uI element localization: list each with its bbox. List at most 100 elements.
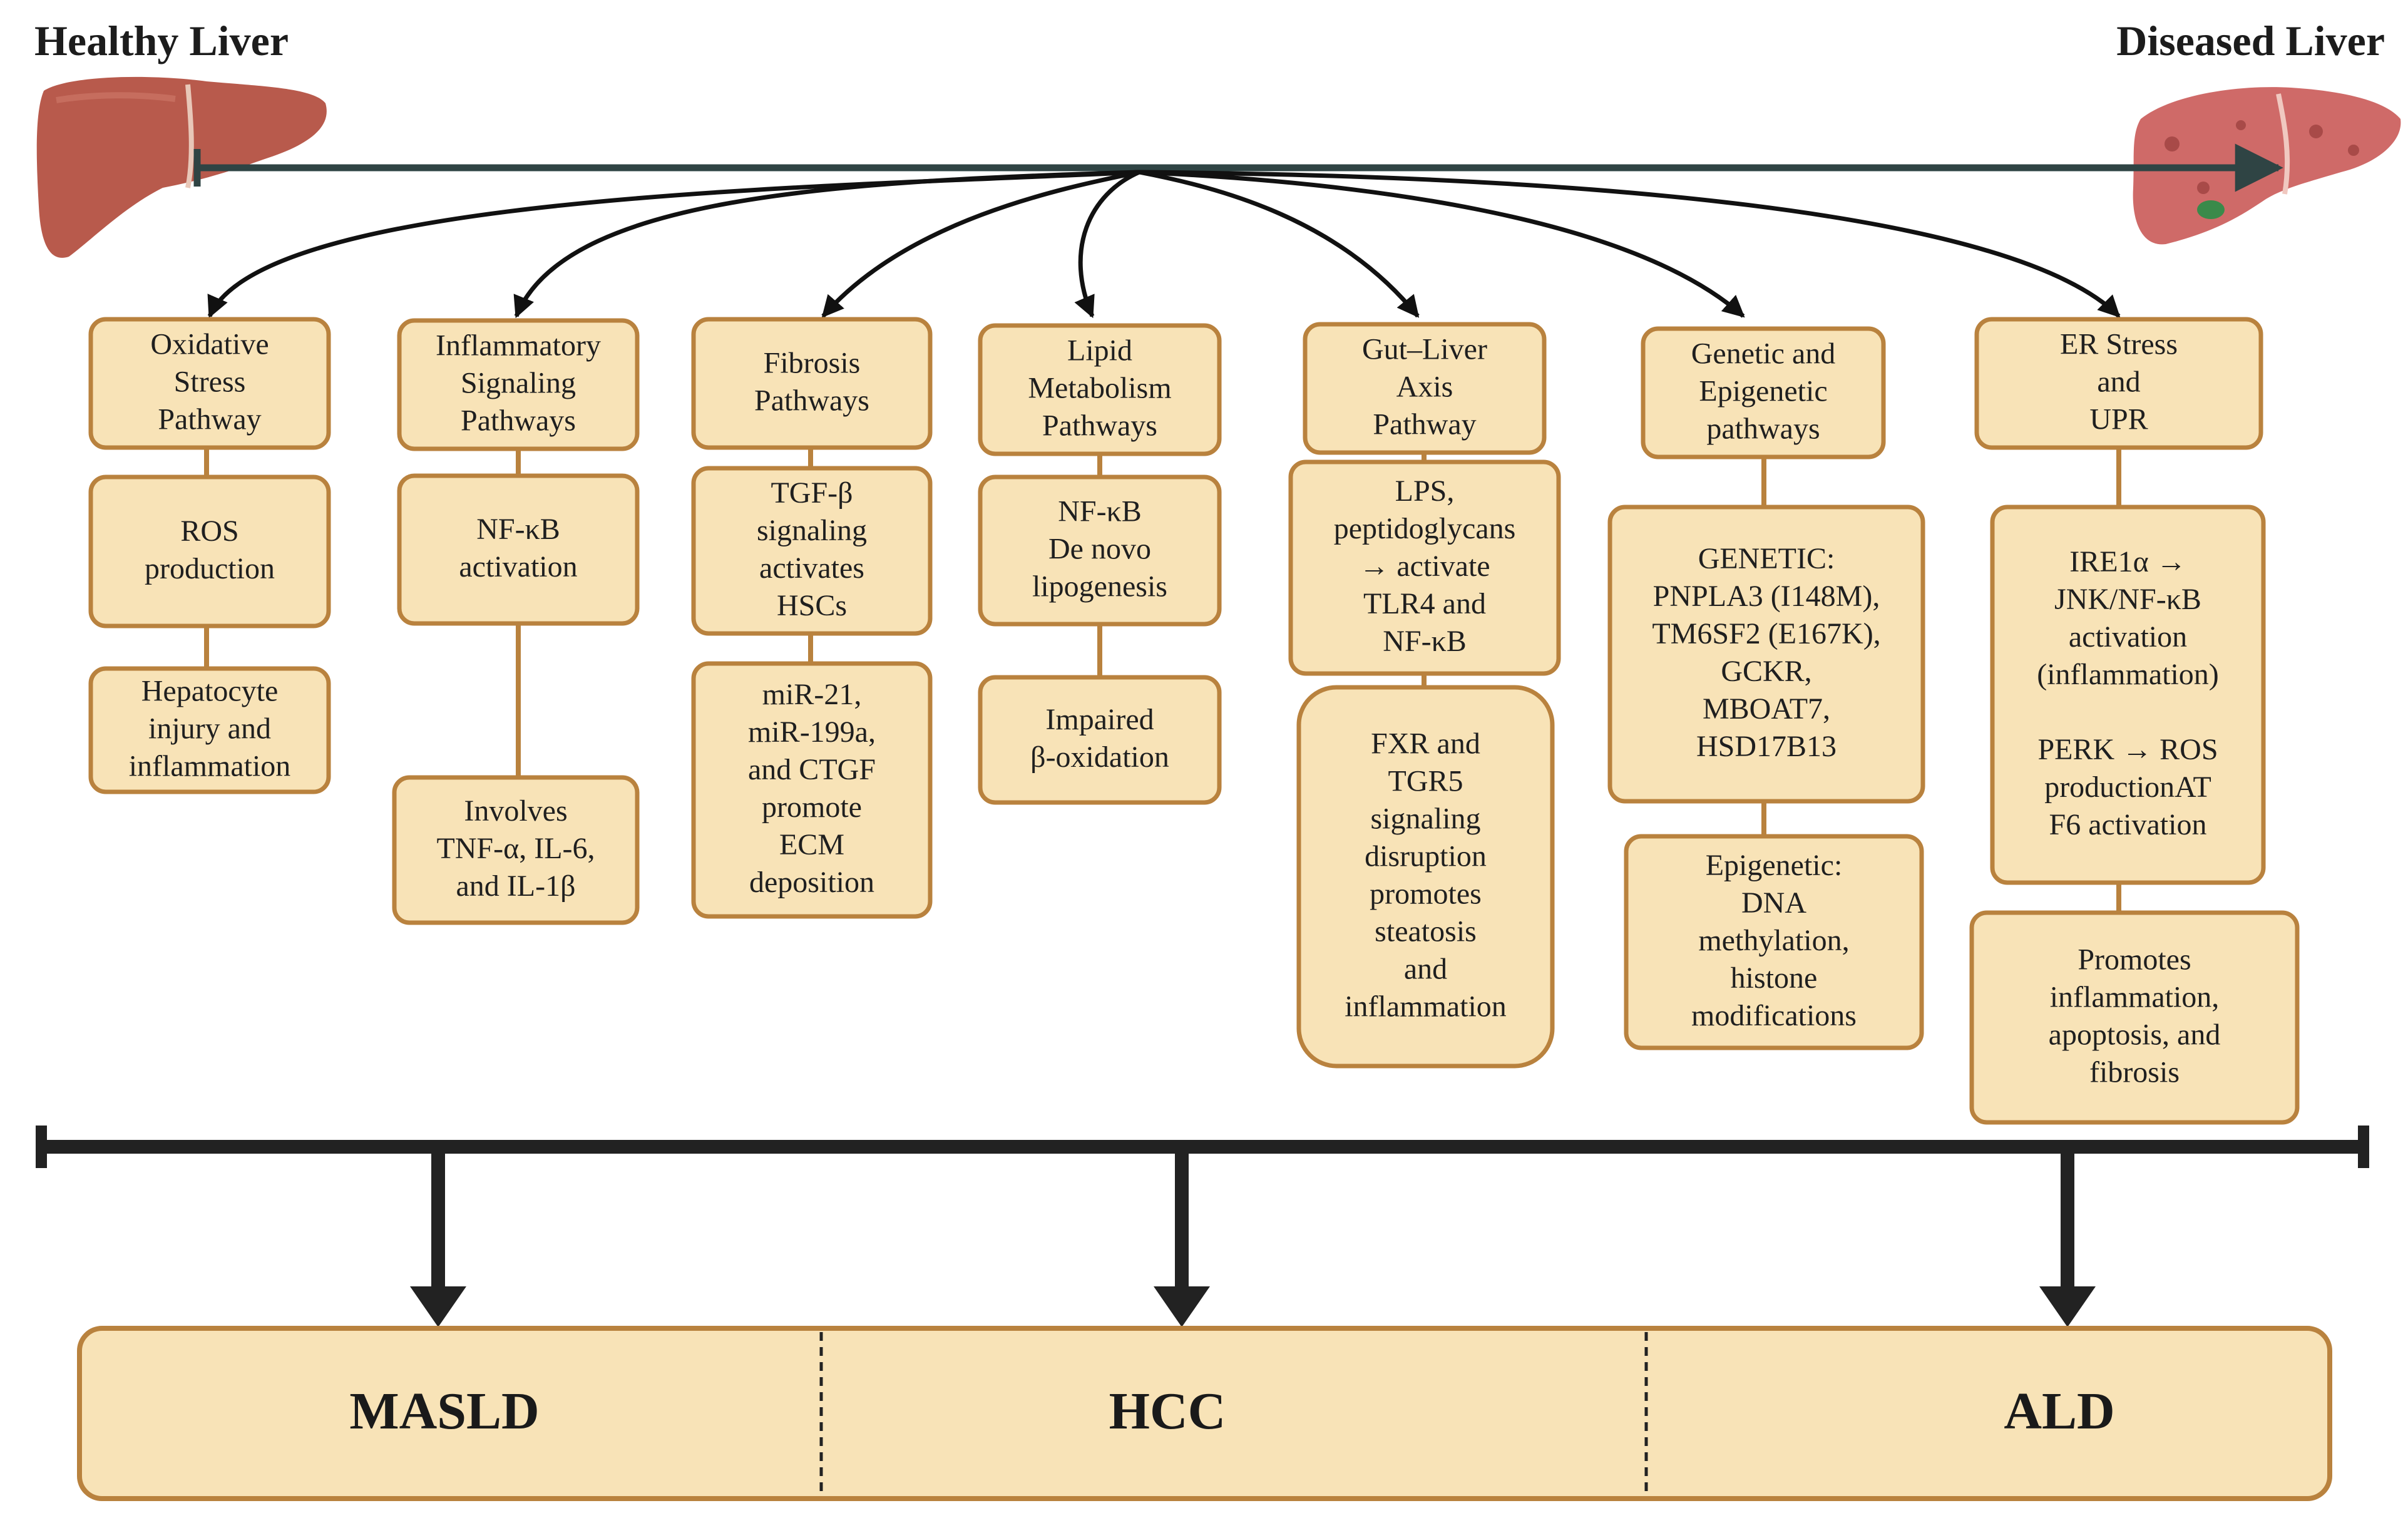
box-text-line: Pathways [461,404,576,438]
box-text-line: Hepatocyte [141,675,279,708]
box-text-line: steatosis [1375,915,1477,948]
box-text-line: signaling [757,514,867,547]
disease-label-ald: ALD [2004,1382,2114,1440]
box-text-line: Oxidative [150,328,269,361]
box-text-line: TGR5 [1388,765,1463,798]
box-text-line: β-oxidation [1030,741,1169,774]
box-text-line: activation [459,550,577,583]
box-text-line: TM6SF2 (E167K), [1652,617,1880,650]
genetic-step-2-box: Epigenetic: DNA methylation, histone modific… [1624,834,1924,1050]
disease-bar: MASLD HCC ALD [77,1326,2332,1501]
box-text-line: Genetic and [1691,337,1836,371]
box-text-line: Epigenetic [1699,375,1827,408]
box-text-line: inflammation [129,750,291,783]
box-text-line: inflammation, [2050,981,2220,1014]
box-text-line: NF-κB [1383,625,1467,658]
box-text-line: promote [762,791,862,824]
oxidative-step-1-box: ROS production [88,474,331,628]
box-text-line: disruption [1365,840,1487,873]
box-text-line: activates [759,551,864,585]
box-text-line: Impaired [1045,703,1154,736]
box-text-line: modifications [1691,999,1857,1032]
box-text-line: Gut–Liver [1362,333,1487,366]
box-text-line: HSCs [777,589,847,622]
genetic-step-1-box: GENETIC: PNPLA3 (I148M), TM6SF2 (E167K), GC… [1607,505,1925,804]
box-text-line: Signaling [461,367,576,400]
box-text-line: Inflammatory [436,329,601,362]
box-text-line: Metabolism [1028,372,1171,405]
box-text-line: MBOAT7, [1703,692,1830,726]
lipid-step-2-box: Impaired β-oxidation [978,675,1222,805]
box-text-line: promotes [1370,878,1482,911]
box-text-line: Pathway [158,403,261,436]
box-text-line: Pathway [1373,408,1476,441]
disease-label-hcc: HCC [1109,1382,1226,1440]
box-text-line: UPR [2089,403,2148,436]
box-text-line: pathways [1706,413,1820,446]
disease-label-masld: MASLD [349,1382,539,1440]
box-text-line: Involves [464,794,567,828]
box-text-line: Pathways [754,384,869,418]
box-text-line: TNF-α, IL-6, [436,832,595,865]
box-text-line: GCKR, [1721,655,1811,688]
box-text-line: and [2097,366,2140,399]
box-text-line: and IL-1β [456,869,575,903]
box-text-line: TLR4 and [1363,587,1486,620]
box-text-line: and CTGF [748,753,876,786]
diseased-liver-title: Diseased Liver [2116,17,2385,64]
box-text-line: Axis [1396,371,1453,404]
box-text-line: peptidoglycans [1334,512,1516,545]
box-text-line: Lipid [1067,334,1132,367]
box-text-line: LPS, [1395,474,1455,508]
healthy-liver-title: Healthy Liver [34,17,289,64]
box-text-line: DNA [1741,886,1806,920]
branch-arrows [207,170,2121,319]
box-text-line: Stress [174,366,246,399]
box-text-line: apoptosis, and [2049,1018,2221,1052]
box-text-line: methylation, [1698,924,1849,957]
box-text-line: PNPLA3 (I148M), [1653,580,1880,613]
box-text-line: FXR and [1371,727,1480,761]
box-text-line: IRE1α → [2069,545,2186,578]
box-text-line: PERK → ROS [2037,733,2218,766]
box-text-line: JNK/NF-κB [2054,583,2201,616]
box-text-line: lipogenesis [1032,570,1167,603]
box-text-line: production [145,552,275,585]
box-text-line: injury and [148,712,271,746]
box-text-line: NF-κB [476,513,560,546]
box-text-line: ECM [779,828,844,861]
box-text-line: miR-21, [762,678,862,711]
box-text-line: ER Stress [2060,328,2178,361]
box-text-line: Epigenetic: [1706,849,1843,882]
box-text-line: Promotes [2078,943,2191,977]
box-text-line: Pathways [1042,409,1157,443]
healthy-liver-icon [36,76,327,258]
box-text-line: (inflammation) [2037,658,2219,691]
box-text-line: inflammation [1345,990,1507,1023]
disease-timeline [36,1126,2369,1327]
box-text-line: histone [1731,961,1818,995]
box-text-line: activation [2069,620,2187,654]
box-text-line: and [1404,953,1447,986]
box-text-line: signaling [1371,803,1481,836]
box-text-line: De novo [1048,533,1151,566]
er-stress-step-1-box: IRE1α → JNK/NF-κB activation (inflammation)… [1990,505,2266,885]
box-text-line: ROS [180,515,238,548]
oxidative-step-2-box: Hepatocyte injury and inflammation [88,666,331,794]
box-text-line: miR-199a, [748,715,876,749]
fibrosis-step-2-box: miR-21,miR-199a,and CTGFpromoteECMdeposi… [691,661,933,919]
box-text-line: F6 activation [2049,808,2207,841]
box-text-line: HSD17B13 [1696,730,1837,763]
box-text-line: GENETIC: [1698,542,1835,575]
